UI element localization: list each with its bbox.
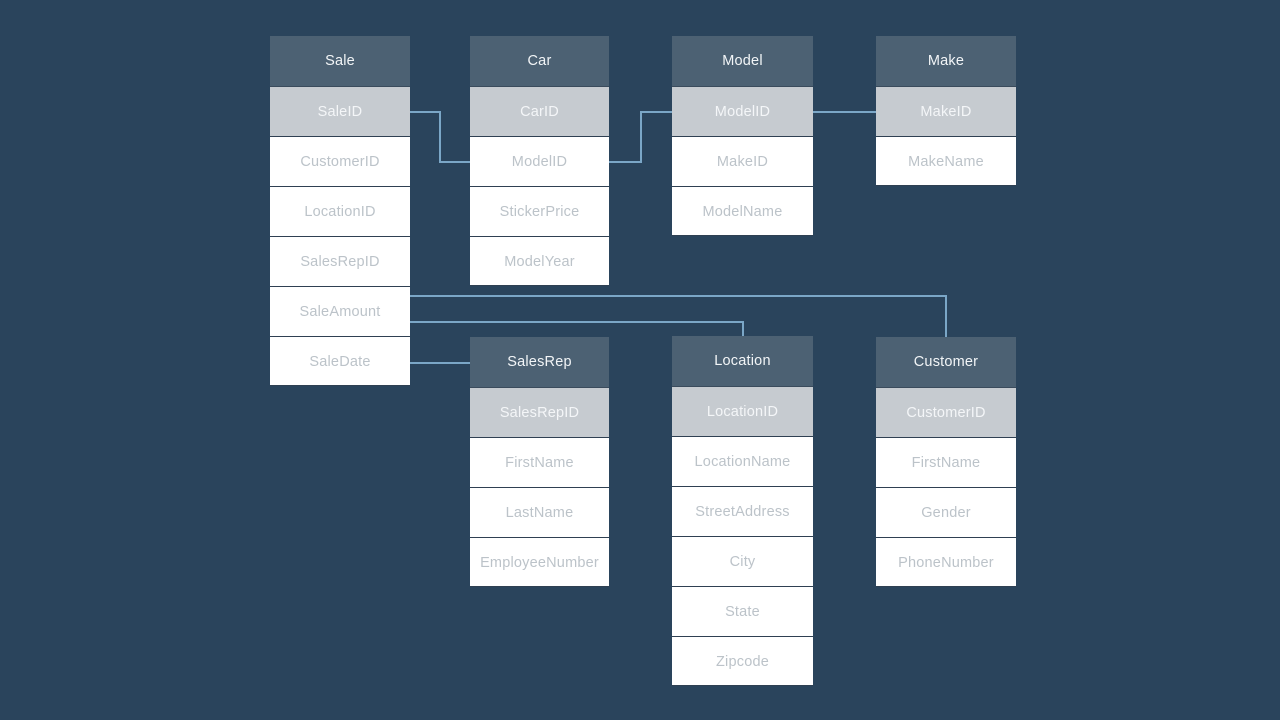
field-row-location-state[interactable]: State xyxy=(672,586,813,636)
relationship-line-car-modelid-to-sale-saleid xyxy=(409,111,470,163)
field-row-sale-locationid[interactable]: LocationID xyxy=(270,186,410,236)
field-row-customer-customerid[interactable]: CustomerID xyxy=(876,387,1016,437)
field-row-location-zipcode[interactable]: Zipcode xyxy=(672,636,813,686)
field-row-car-stickerprice[interactable]: StickerPrice xyxy=(470,186,609,236)
field-row-customer-phonenumber[interactable]: PhoneNumber xyxy=(876,537,1016,587)
field-row-location-city[interactable]: City xyxy=(672,536,813,586)
entity-title-model: Model xyxy=(672,36,813,86)
field-row-sale-saleamount[interactable]: SaleAmount xyxy=(270,286,410,336)
field-row-sale-customerid[interactable]: CustomerID xyxy=(270,136,410,186)
field-row-sale-salesrepid[interactable]: SalesRepID xyxy=(270,236,410,286)
field-row-make-makename[interactable]: MakeName xyxy=(876,136,1016,186)
field-row-car-modelid[interactable]: ModelID xyxy=(470,136,609,186)
field-row-salesrep-employeenumber[interactable]: EmployeeNumber xyxy=(470,537,609,587)
field-row-customer-firstname[interactable]: FirstName xyxy=(876,437,1016,487)
entity-title-location: Location xyxy=(672,336,813,386)
field-row-salesrep-salesrepid[interactable]: SalesRepID xyxy=(470,387,609,437)
field-row-salesrep-lastname[interactable]: LastName xyxy=(470,487,609,537)
field-row-sale-saledate[interactable]: SaleDate xyxy=(270,336,410,386)
field-row-model-modelname[interactable]: ModelName xyxy=(672,186,813,236)
field-row-model-modelid[interactable]: ModelID xyxy=(672,86,813,136)
relationship-line-car-right-to-model-modelid xyxy=(609,111,672,163)
entity-title-make: Make xyxy=(876,36,1016,86)
field-row-location-streetaddress[interactable]: StreetAddress xyxy=(672,486,813,536)
field-row-customer-gender[interactable]: Gender xyxy=(876,487,1016,537)
entity-title-salesrep: SalesRep xyxy=(470,337,609,387)
field-row-location-locationid[interactable]: LocationID xyxy=(672,386,813,436)
field-row-sale-saleid[interactable]: SaleID xyxy=(270,86,410,136)
relationship-line-sale-locationid-to-location xyxy=(410,321,744,336)
field-row-location-locationname[interactable]: LocationName xyxy=(672,436,813,486)
relationship-line-sale-customerid-to-customer xyxy=(410,295,947,337)
field-row-car-carid[interactable]: CarID xyxy=(470,86,609,136)
entity-title-customer: Customer xyxy=(876,337,1016,387)
field-row-salesrep-firstname[interactable]: FirstName xyxy=(470,437,609,487)
entity-title-car: Car xyxy=(470,36,609,86)
field-row-car-modelyear[interactable]: ModelYear xyxy=(470,236,609,286)
entity-title-sale: Sale xyxy=(270,36,410,86)
field-row-model-makeid[interactable]: MakeID xyxy=(672,136,813,186)
field-row-make-makeid[interactable]: MakeID xyxy=(876,86,1016,136)
